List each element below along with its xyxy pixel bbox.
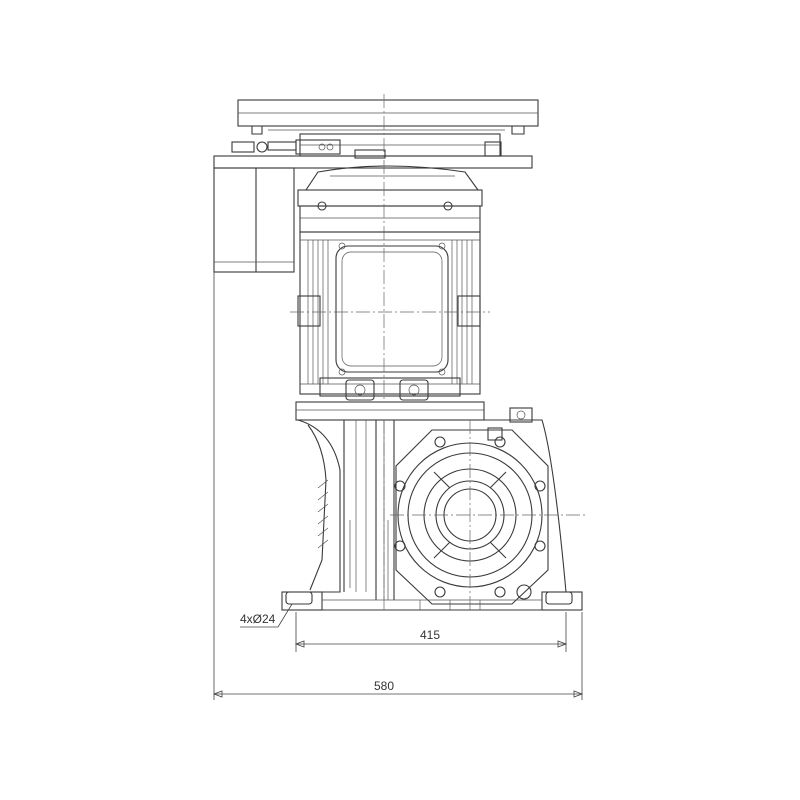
motor-flange	[295, 377, 485, 421]
hole-spec-label: 4xØ24	[240, 612, 276, 626]
gearbox-housing	[288, 407, 567, 600]
motor-top-cap	[297, 165, 483, 233]
output-hub	[394, 427, 549, 605]
dimension-580-label: 580	[374, 679, 394, 693]
top-plate	[213, 99, 539, 169]
motor-body	[297, 231, 481, 395]
center-lines	[290, 94, 586, 612]
dimension-lines	[212, 272, 584, 700]
base-feet	[281, 591, 583, 611]
dimension-415-label: 415	[420, 628, 440, 642]
latch-mechanism	[231, 139, 502, 159]
side-panel	[213, 167, 295, 273]
